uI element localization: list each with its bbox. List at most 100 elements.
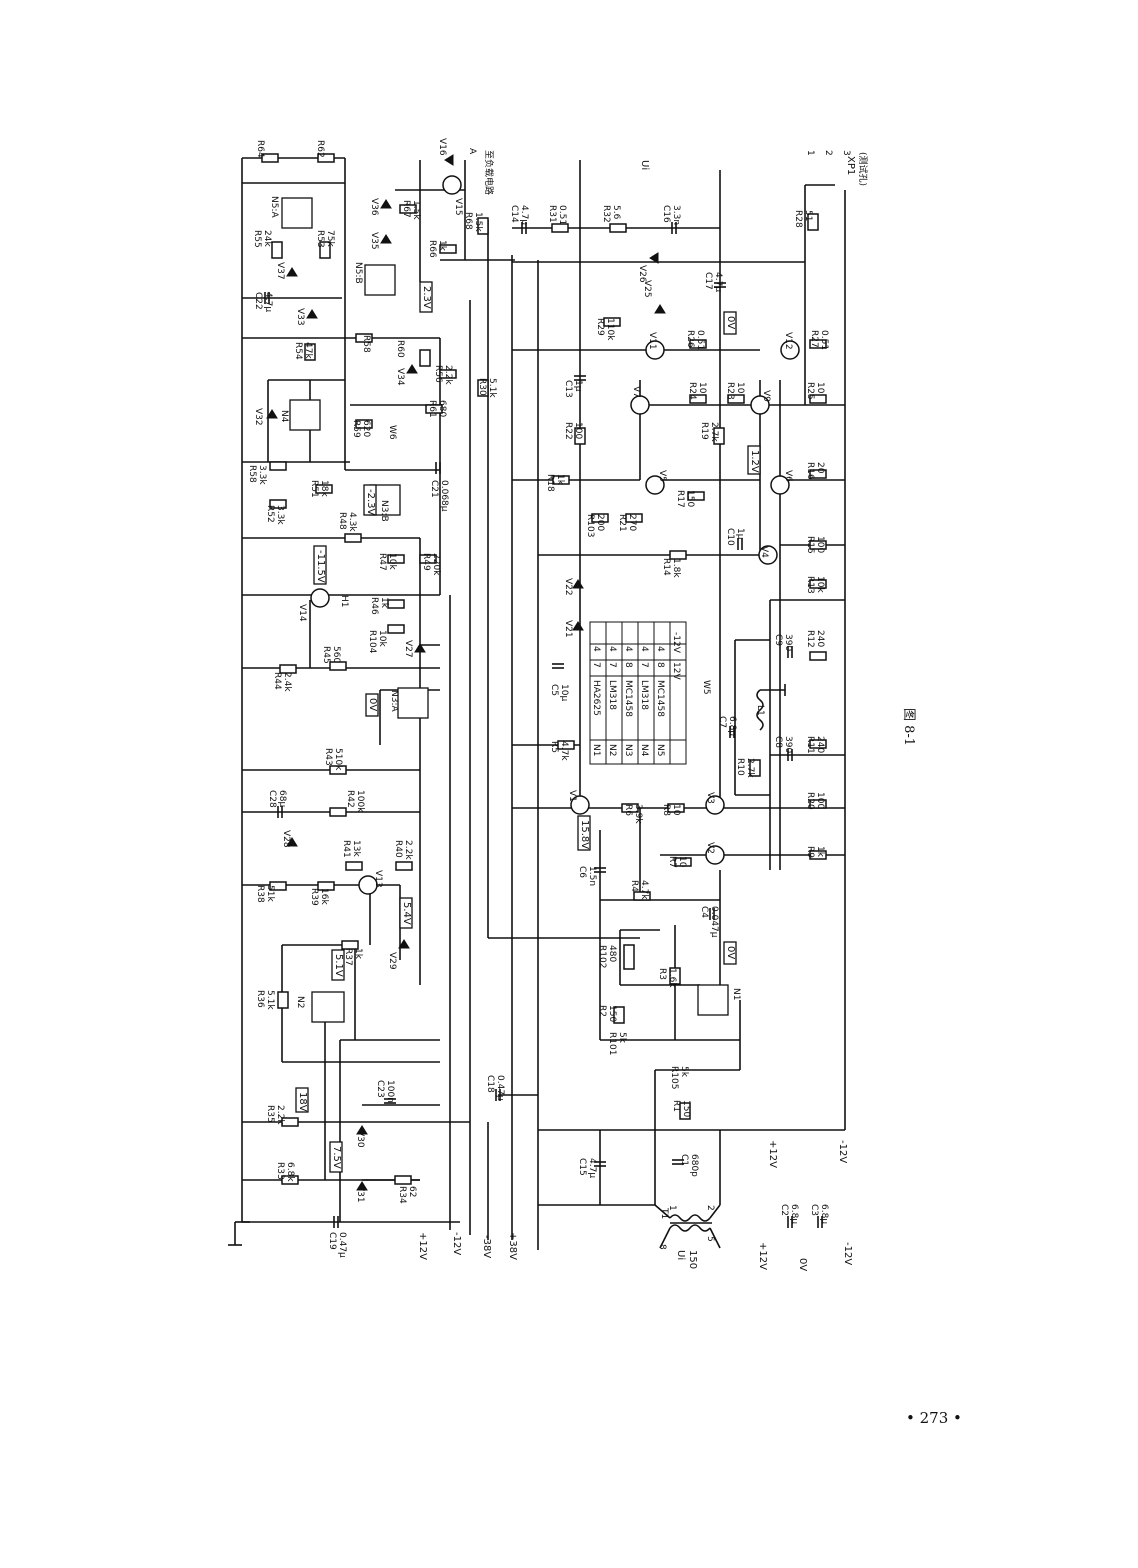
opamp-label: N5:A	[269, 196, 279, 218]
ic-row-ref: N3	[623, 744, 633, 756]
capacitor-ref: C15	[577, 1158, 587, 1176]
ic-row-type: HA2625	[591, 680, 601, 716]
resistor-value: 10	[815, 382, 825, 394]
capacitor-value: 0.47μ	[495, 1075, 505, 1101]
resistor-value: 220k	[431, 553, 441, 576]
rail-minus12v: -12V	[837, 1140, 848, 1163]
resistor-ref: R19	[699, 422, 709, 440]
resistor-ref: R29	[595, 318, 605, 336]
resistor-ref: R3	[657, 968, 667, 980]
transistor-label: V4	[759, 546, 769, 558]
resistor-ref: R48	[337, 512, 347, 530]
ic-row-ref: N1	[591, 744, 601, 756]
voltage-tag: 5.4V	[401, 902, 412, 925]
resistor-ref: R8	[661, 804, 671, 816]
transistor-label: V7	[631, 386, 641, 398]
resistor-ref: R101	[607, 1032, 617, 1055]
resistor-ref: R33	[275, 1162, 285, 1180]
t1-pin: 1	[667, 1205, 677, 1211]
voltage-tag: 15.8V	[579, 820, 590, 849]
capacitor-value: 0.47μ	[337, 1232, 347, 1258]
resistor-ref: R49	[421, 553, 431, 571]
resistor-ref: R60	[395, 340, 405, 358]
resistor-value: 2.4k	[282, 672, 292, 692]
resistor-value: 5.6	[611, 205, 621, 220]
capacitor-value: 3.3n	[671, 205, 681, 225]
resistor-value: 5.1k	[265, 990, 275, 1010]
voltage-tag: 2.3V	[421, 286, 432, 309]
resistor-symbols	[261, 153, 827, 1185]
resistor-ref: R4	[629, 880, 639, 892]
input-value: 150	[687, 1250, 698, 1269]
resistor-value: 1k	[353, 948, 363, 960]
resistor-value: 480	[607, 945, 617, 962]
resistor-ref: R39	[309, 888, 319, 906]
xp1-note: (测试孔)	[857, 152, 869, 186]
ic-row-b: 4	[591, 646, 601, 652]
capacitor-ref: C21	[429, 480, 439, 498]
capacitor-value: 68μ	[277, 790, 287, 807]
ic-row-b: 4	[623, 646, 633, 652]
resistor-ref: R30	[477, 378, 487, 396]
resistor-value: 240	[815, 736, 825, 753]
capacitor-value: 680p	[689, 1154, 699, 1177]
resistor-ref: R11	[805, 736, 815, 754]
resistor-value: 51k	[265, 885, 275, 902]
capacitor-value: 4.7μ	[713, 272, 723, 292]
resistor-ref: R27	[809, 330, 819, 348]
capacitor-ref: C23	[375, 1080, 385, 1098]
resistor-value: 1k	[437, 240, 447, 252]
resistor-ref: R104	[367, 630, 377, 654]
resistor-value: 18k	[319, 480, 329, 497]
resistor-ref: R24	[687, 382, 697, 400]
xp1-pin: 3	[841, 150, 851, 156]
resistor-ref: R26	[685, 330, 695, 348]
terminal-plus12v: +12V	[417, 1232, 428, 1260]
ic-row-b: 4	[655, 646, 665, 652]
resistor-ref: R67	[401, 200, 411, 218]
resistor-value: 10	[671, 804, 681, 816]
transistor-label: V13	[373, 870, 383, 888]
resistor-value: 10	[735, 382, 745, 394]
resistor-ref: R54	[293, 342, 303, 360]
capacitor-ref: C22	[253, 292, 263, 310]
diode-label: V33	[295, 308, 305, 326]
capacitor-ref: C28	[267, 790, 277, 808]
resistor-ref: R40	[393, 840, 403, 858]
capacitor-value: 4.7μ	[519, 205, 529, 225]
ic-row-type: MC1458	[655, 680, 665, 717]
input-ui-label: Ui	[675, 1250, 686, 1260]
diode-label: V30	[355, 1130, 365, 1148]
t1-pin: 8	[657, 1244, 667, 1250]
resistor-ref: R2	[597, 1005, 607, 1017]
transistor-label: V1	[567, 790, 577, 802]
ic-row-type: LM318	[607, 680, 617, 710]
voltage-tag: -11.5V	[315, 550, 326, 583]
resistor-value: 240	[815, 630, 825, 647]
resistor-ref: R56	[433, 365, 443, 383]
transistor-label: V2	[705, 842, 715, 854]
part-label: T1	[659, 1207, 669, 1219]
voltage-tag: 0V	[725, 316, 736, 329]
diode-label: V25	[642, 280, 652, 298]
resistor-value: 3.9k	[633, 804, 643, 824]
voltage-tag: 1.2V	[749, 450, 760, 473]
resistor-ref: R62	[315, 140, 325, 158]
resistor-value: 1.6k	[667, 968, 677, 988]
voltage-tag: -2.3V	[365, 489, 376, 516]
resistor-ref: R5	[549, 741, 559, 753]
diode-label: V22	[563, 578, 573, 596]
resistor-ref: R13	[805, 576, 815, 594]
capacitor-ref: C7	[717, 716, 727, 728]
ic-row-type: MC1458	[623, 680, 633, 717]
resistor-ref: R51	[309, 480, 319, 498]
resistor-value: 680	[437, 400, 447, 417]
diode-label: V28	[281, 830, 291, 848]
transistor-label: V3	[705, 792, 715, 804]
capacitor-ref: C6	[577, 866, 587, 878]
resistor-ref: R17	[675, 490, 685, 508]
capacitor-value: 4.7μ	[587, 1158, 597, 1178]
resistor-ref: R37	[343, 948, 353, 966]
voltage-tag: 5.1V	[333, 954, 344, 977]
resistor-value: 6.8k	[285, 1162, 295, 1182]
